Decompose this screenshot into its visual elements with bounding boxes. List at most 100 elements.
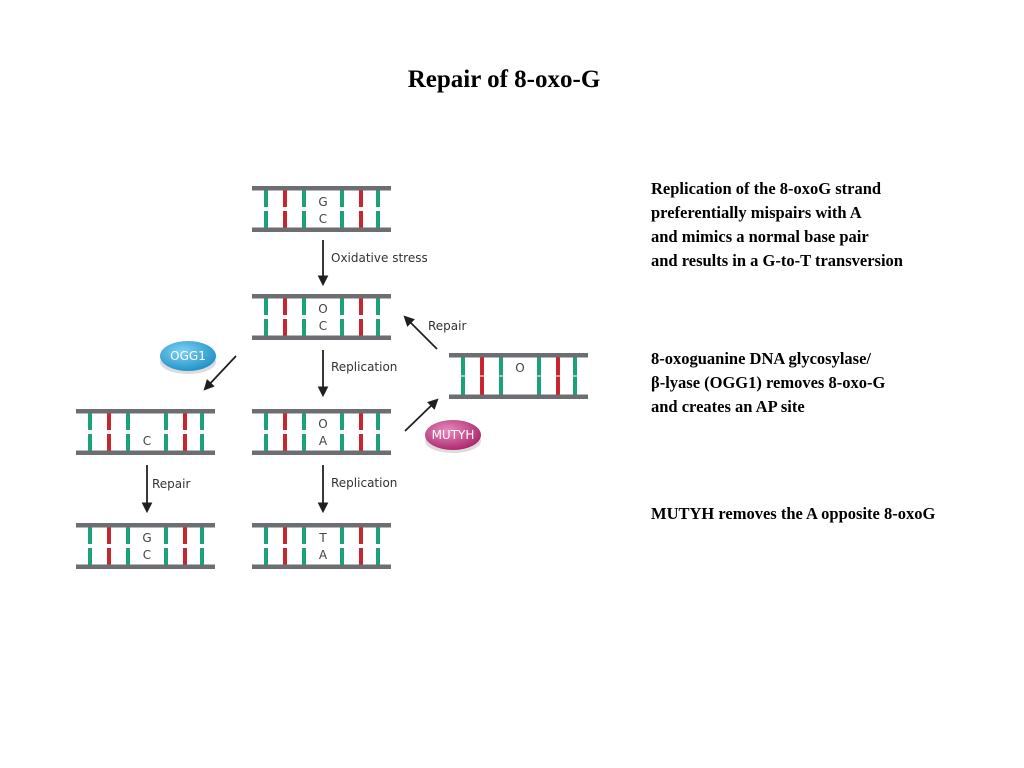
base-pair-bottom xyxy=(340,211,344,228)
dna-strand-bottom xyxy=(252,335,391,340)
note-line: and results in a G-to-T transversion xyxy=(651,251,903,270)
dna-strand-top xyxy=(252,294,391,299)
base-pair-bottom xyxy=(200,434,204,451)
base-pair-top xyxy=(302,527,306,544)
base-pair-bottom xyxy=(480,376,484,395)
arrow-mutyh xyxy=(404,398,439,432)
base-d1-top: G xyxy=(318,195,327,209)
base-pair-top xyxy=(480,357,484,376)
base-pair-top xyxy=(537,357,541,376)
base-pair-bottom xyxy=(537,376,541,395)
base-pair-top xyxy=(573,357,577,376)
base-pair-top xyxy=(283,298,287,315)
base-pair-bottom xyxy=(359,434,363,451)
base-pair-bottom xyxy=(302,211,306,228)
base-pair-top xyxy=(183,527,187,544)
base-pair-bottom xyxy=(302,434,306,451)
base-pair-top xyxy=(340,527,344,544)
base-pair-top xyxy=(200,527,204,544)
dna-strand-bottom xyxy=(252,564,391,569)
note-line: and creates an AP site xyxy=(651,397,805,416)
base-pair-top xyxy=(200,413,204,430)
dna-strand-bottom xyxy=(449,394,588,399)
base-d2-top: O xyxy=(318,302,327,316)
base-pair-bottom xyxy=(126,548,130,565)
base-d2-bottom: C xyxy=(319,319,327,333)
dna-duplex-transversion xyxy=(252,523,391,569)
dna-duplex-mispaired xyxy=(252,409,391,455)
base-pair-bottom xyxy=(499,376,503,395)
base-pair-top xyxy=(164,413,168,430)
base-pair-bottom xyxy=(183,548,187,565)
base-pair-bottom xyxy=(359,319,363,336)
dna-duplex-a-removed xyxy=(449,353,588,399)
base-pair-top xyxy=(126,413,130,430)
base-pair-bottom xyxy=(264,548,268,565)
ogg1-enzyme: OGG1 xyxy=(160,341,216,374)
dna-strand-bottom xyxy=(76,564,215,569)
base-pair-bottom xyxy=(461,376,465,395)
note-line: Replication of the 8-oxoG strand xyxy=(651,179,882,198)
base-pair-top xyxy=(376,413,380,430)
base-pair-bottom xyxy=(283,319,287,336)
dna-strand-top xyxy=(252,186,391,191)
base-pair-bottom xyxy=(107,434,111,451)
base-pair-top xyxy=(283,527,287,544)
base-pair-bottom xyxy=(340,434,344,451)
base-pair-top xyxy=(359,190,363,207)
base-pair-top xyxy=(107,413,111,430)
base-pair-top xyxy=(283,413,287,430)
note-replication: Replication of the 8-oxoG strand prefere… xyxy=(651,177,1021,273)
base-pair-top xyxy=(376,190,380,207)
base-d6-bottom: A xyxy=(319,548,328,562)
slide-title: Repair of 8-oxo-G xyxy=(407,66,601,93)
label-replication-1: Replication xyxy=(331,360,397,374)
dna-strand-bottom xyxy=(252,227,391,232)
base-pair-bottom xyxy=(376,319,380,336)
note-mutyh: MUTYH removes the A opposite 8-oxoG xyxy=(651,502,1021,526)
base-pair-bottom xyxy=(359,548,363,565)
base-pair-top xyxy=(283,190,287,207)
dna-duplex-ap-site xyxy=(76,409,215,455)
ogg1-label: OGG1 xyxy=(170,349,206,363)
dna-duplex-original xyxy=(252,186,391,232)
base-d1-bottom: C xyxy=(319,212,327,226)
base-pair-bottom xyxy=(264,319,268,336)
base-pair-top xyxy=(183,413,187,430)
note-line: 8-oxoguanine DNA glycosylase/ xyxy=(651,349,872,368)
base-pair-bottom xyxy=(283,211,287,228)
base-pair-top xyxy=(88,527,92,544)
base-pair-bottom xyxy=(376,434,380,451)
base-pair-bottom xyxy=(302,548,306,565)
base-d6-top: T xyxy=(318,531,327,545)
base-pair-bottom xyxy=(340,548,344,565)
base-pair-top xyxy=(88,413,92,430)
base-pair-top xyxy=(302,413,306,430)
dna-strand-top xyxy=(76,523,215,528)
base-pair-bottom xyxy=(302,319,306,336)
base-pair-top xyxy=(264,527,268,544)
note-line: preferentially mispairs with A xyxy=(651,203,862,222)
base-pair-top xyxy=(340,190,344,207)
base-pair-bottom xyxy=(88,434,92,451)
base-d7-center: O xyxy=(515,361,524,375)
base-pair-bottom xyxy=(283,434,287,451)
label-oxidative-stress: Oxidative stress xyxy=(331,251,428,265)
base-pair-bottom xyxy=(556,376,560,395)
base-pair-bottom xyxy=(200,548,204,565)
base-pair-bottom xyxy=(264,211,268,228)
dna-strand-top xyxy=(76,409,215,414)
base-pair-top xyxy=(264,190,268,207)
note-line: MUTYH removes the A opposite 8-oxoG xyxy=(651,504,936,523)
base-pair-top xyxy=(107,527,111,544)
base-pair-top xyxy=(499,357,503,376)
base-pair-top xyxy=(376,298,380,315)
dna-strand-top xyxy=(449,353,588,358)
dna-strand-top xyxy=(252,409,391,414)
base-pair-bottom xyxy=(164,548,168,565)
dna-strand-bottom xyxy=(76,450,215,455)
base-pair-top xyxy=(164,527,168,544)
base-pair-top xyxy=(340,298,344,315)
base-pair-top xyxy=(376,527,380,544)
note-line: and mimics a normal base pair xyxy=(651,227,869,246)
